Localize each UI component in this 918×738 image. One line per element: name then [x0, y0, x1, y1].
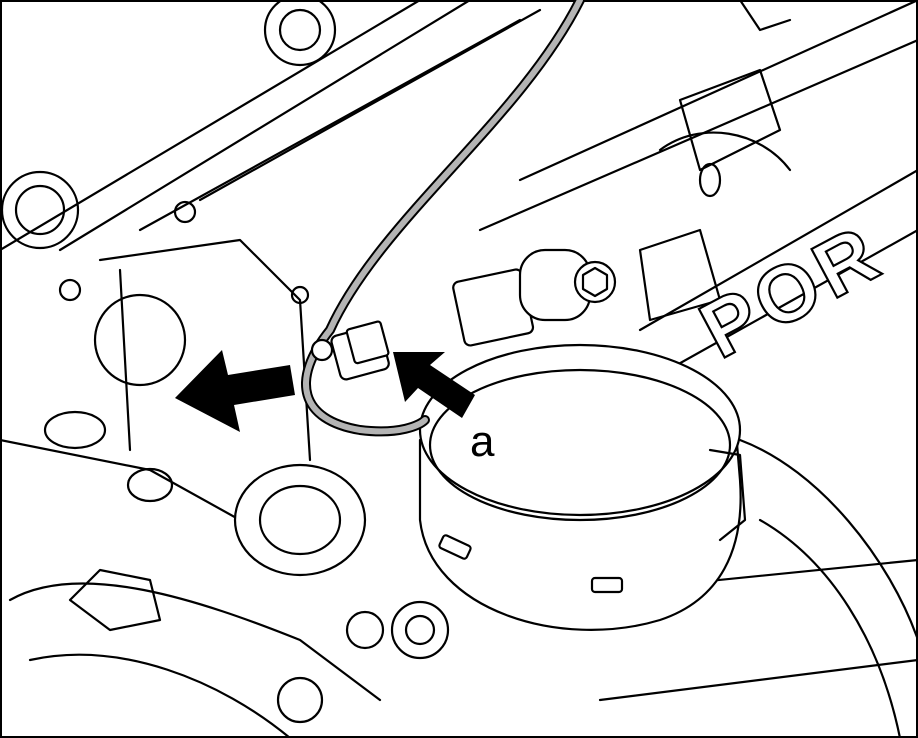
sensor-cable	[301, 0, 585, 437]
arrow-left	[175, 350, 295, 432]
callout-label-a: a	[470, 417, 495, 466]
oil-filler-cap	[418, 343, 747, 631]
arrow-to-plug	[393, 352, 475, 418]
sensor-connector	[452, 248, 617, 347]
cable-plug	[310, 320, 390, 381]
